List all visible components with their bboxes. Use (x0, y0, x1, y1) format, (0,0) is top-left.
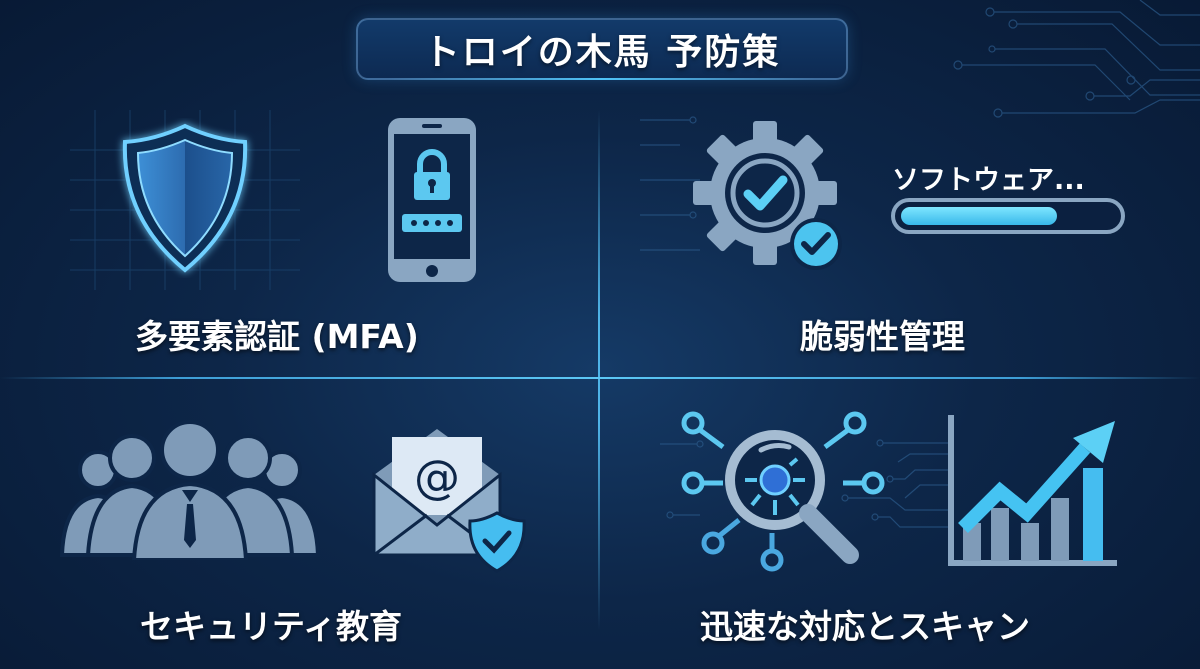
title-banner: トロイの木馬 予防策 (356, 18, 848, 80)
progress-fill (901, 207, 1057, 225)
quadrant-label-response: 迅速な対応とスキャン (700, 607, 1030, 646)
people-group-icon (60, 420, 320, 560)
quadrant-label-vulnerability: 脆弱性管理 (800, 317, 965, 356)
smartphone-lock-icon (388, 118, 476, 282)
email-shield-icon: @ (372, 429, 526, 573)
gear-check-icon (693, 121, 842, 270)
page-title: トロイの木馬 予防策 (423, 32, 781, 73)
at-symbol: @ (414, 450, 460, 504)
shield-icon (122, 123, 248, 273)
quadrant-label-education: セキュリティ教育 (140, 607, 403, 646)
horizontal-divider (0, 377, 1200, 379)
growth-chart-icon (948, 415, 1117, 566)
vertical-divider (598, 110, 600, 630)
quadrant-label-mfa: 多要素認証 (MFA) (135, 317, 419, 356)
software-update-progress (891, 198, 1125, 234)
magnifier-scan-icon (681, 411, 885, 572)
software-update-text: ソフトウェア... (892, 165, 1085, 196)
